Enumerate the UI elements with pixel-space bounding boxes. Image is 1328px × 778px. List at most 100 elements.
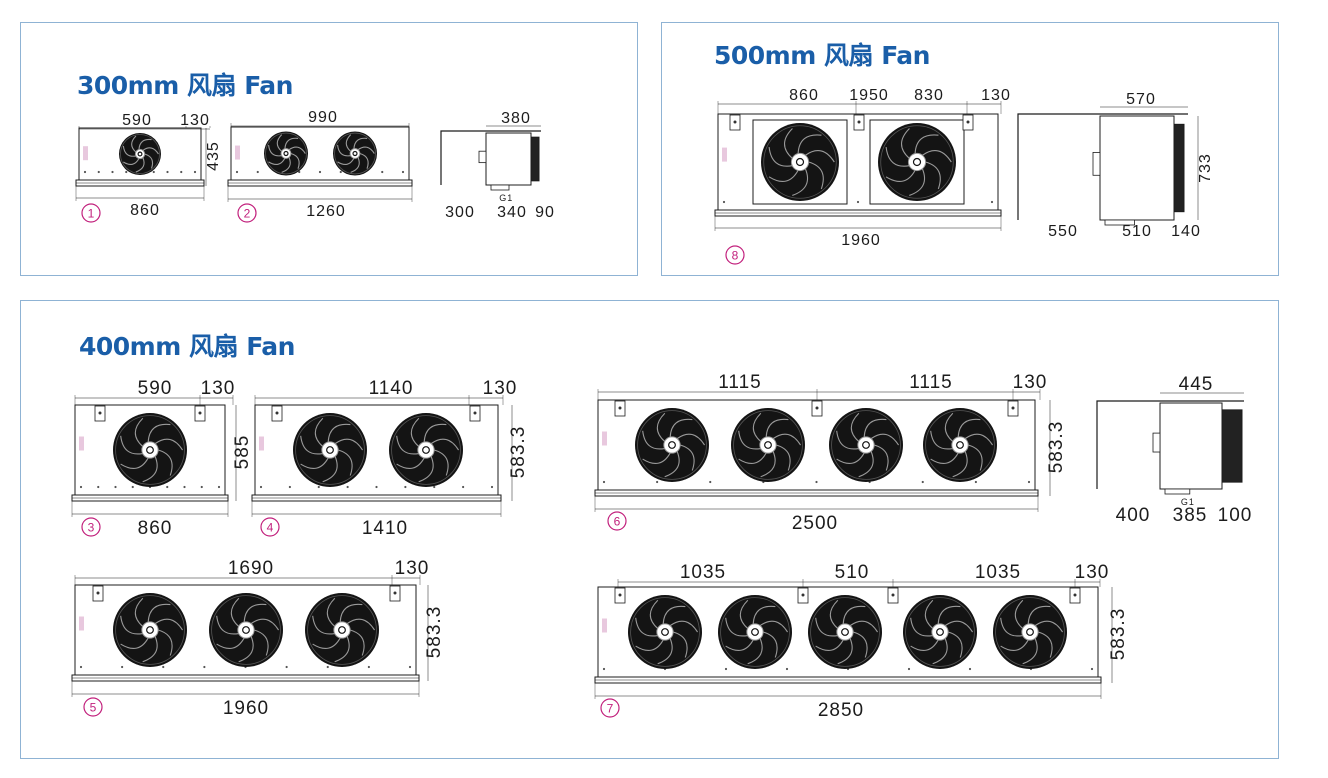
dimension-label: 570 (1126, 91, 1156, 108)
dimension-label: 990 (308, 109, 338, 126)
unit-u2: 990 1260 2 (227, 109, 413, 223)
unit-u4: 1140 130 1410 583.3 4 (251, 378, 529, 539)
dimension-label: 860 (789, 87, 819, 104)
dimension-label: 130 (395, 558, 430, 579)
dimension-label: 1035 (680, 562, 726, 583)
fan (113, 593, 187, 667)
fan (264, 131, 308, 176)
unit-number-label: 7 (607, 702, 614, 716)
unit-number-label: 2 (244, 207, 251, 221)
fitting-label: G1 (499, 193, 513, 203)
side-view-s500: 570 733 550 510 140 (1017, 91, 1214, 240)
side-dimension-label: 583.3 (1108, 608, 1129, 661)
unit-number-label: 4 (267, 521, 274, 535)
dimension-label: 100 (1218, 505, 1253, 526)
panel-title: 500mm 风扇 Fan (714, 41, 930, 70)
fan (113, 413, 187, 487)
dimension-label: 590 (138, 378, 173, 399)
fan (923, 408, 997, 482)
dimension-label: 1035 (975, 562, 1021, 583)
unit-number-label: 6 (614, 515, 621, 529)
fan (731, 408, 805, 482)
unit-number-label: 8 (732, 249, 739, 263)
dimension-label: 1115 (718, 372, 761, 393)
unit-u5: 1690 130 1960 583.3 5 (71, 558, 445, 719)
dimension-label: 1410 (362, 518, 408, 539)
dimension-label: 140 (1171, 223, 1201, 240)
unit-number-label: 5 (90, 701, 97, 715)
unit-u3: 590 130 860 585 3 (71, 378, 253, 539)
fan (209, 593, 283, 667)
fitting-label: G1 (1181, 497, 1195, 507)
logo-mark (79, 616, 84, 631)
dimension-label: 590 (122, 112, 152, 129)
logo-mark (602, 618, 607, 633)
unit-number-label: 1 (88, 207, 95, 221)
unit-number: 1 (81, 203, 101, 223)
logo-mark (79, 436, 84, 451)
dimension-label: 510 (1122, 223, 1152, 240)
dimension-label: 385 (1173, 505, 1208, 526)
dimension-label: 860 (138, 518, 173, 539)
mounting-bracket (440, 130, 541, 185)
dimension-label: 2500 (792, 513, 838, 534)
fan (808, 595, 882, 669)
dimension-label: 1690 (228, 558, 274, 579)
fan (718, 595, 792, 669)
unit-number-label: 3 (88, 521, 95, 535)
mounting-bracket (1096, 400, 1244, 489)
side-dimension-label: 733 (1197, 153, 1214, 183)
unit-u7: 1035 510 1035 130 2850 583.3 7 (594, 562, 1129, 721)
unit-number: 6 (607, 511, 627, 531)
dimension-label: 130 (201, 378, 236, 399)
side-dimension-label: 583.3 (424, 606, 445, 659)
side-dimension-label: 583.3 (508, 426, 529, 479)
dimension-label: 340 (497, 204, 527, 221)
dimension-label: 380 (501, 110, 531, 127)
fan (293, 413, 367, 487)
fan (878, 123, 956, 201)
logo-mark (602, 431, 607, 446)
dimension-label: 130 (180, 112, 210, 129)
dimension-label: 1960 (223, 698, 269, 719)
dimension-label: 1960 (841, 232, 881, 249)
side-dimension-label: 585 (232, 435, 253, 470)
fan (628, 595, 702, 669)
fan (119, 133, 161, 175)
dimension-label: 90 (535, 204, 555, 221)
fan (903, 595, 977, 669)
dimension-label: 300 (445, 204, 475, 221)
unit-number: 7 (600, 698, 620, 718)
logo-mark (722, 147, 727, 162)
unit-number: 3 (81, 517, 101, 537)
fan (389, 413, 463, 487)
dimension-label: 130 (483, 378, 518, 399)
dimension-label: 830 (914, 87, 944, 104)
panel-title: 400mm 风扇 Fan (79, 332, 295, 361)
dimension-label: 1140 (369, 378, 414, 399)
dimension-label: 130 (1013, 372, 1048, 393)
dimension-label: 860 (130, 202, 160, 219)
dimension-label: 1260 (306, 203, 346, 220)
dimension-label: 1950 (849, 87, 889, 104)
fan (333, 131, 377, 176)
unit-number: 4 (260, 517, 280, 537)
logo-mark (259, 436, 264, 451)
side-dimension-label: 583.3 (1046, 421, 1067, 474)
unit-number: 5 (83, 697, 103, 717)
dimension-label: 510 (835, 562, 870, 583)
fan (305, 593, 379, 667)
unit-number: 8 (725, 245, 745, 265)
unit-number: 2 (237, 203, 257, 223)
mounting-bracket (1017, 113, 1188, 220)
dimension-label: 2850 (818, 700, 864, 721)
dimension-label: 550 (1048, 223, 1078, 240)
fan (829, 408, 903, 482)
dimension-label: 130 (1075, 562, 1110, 583)
